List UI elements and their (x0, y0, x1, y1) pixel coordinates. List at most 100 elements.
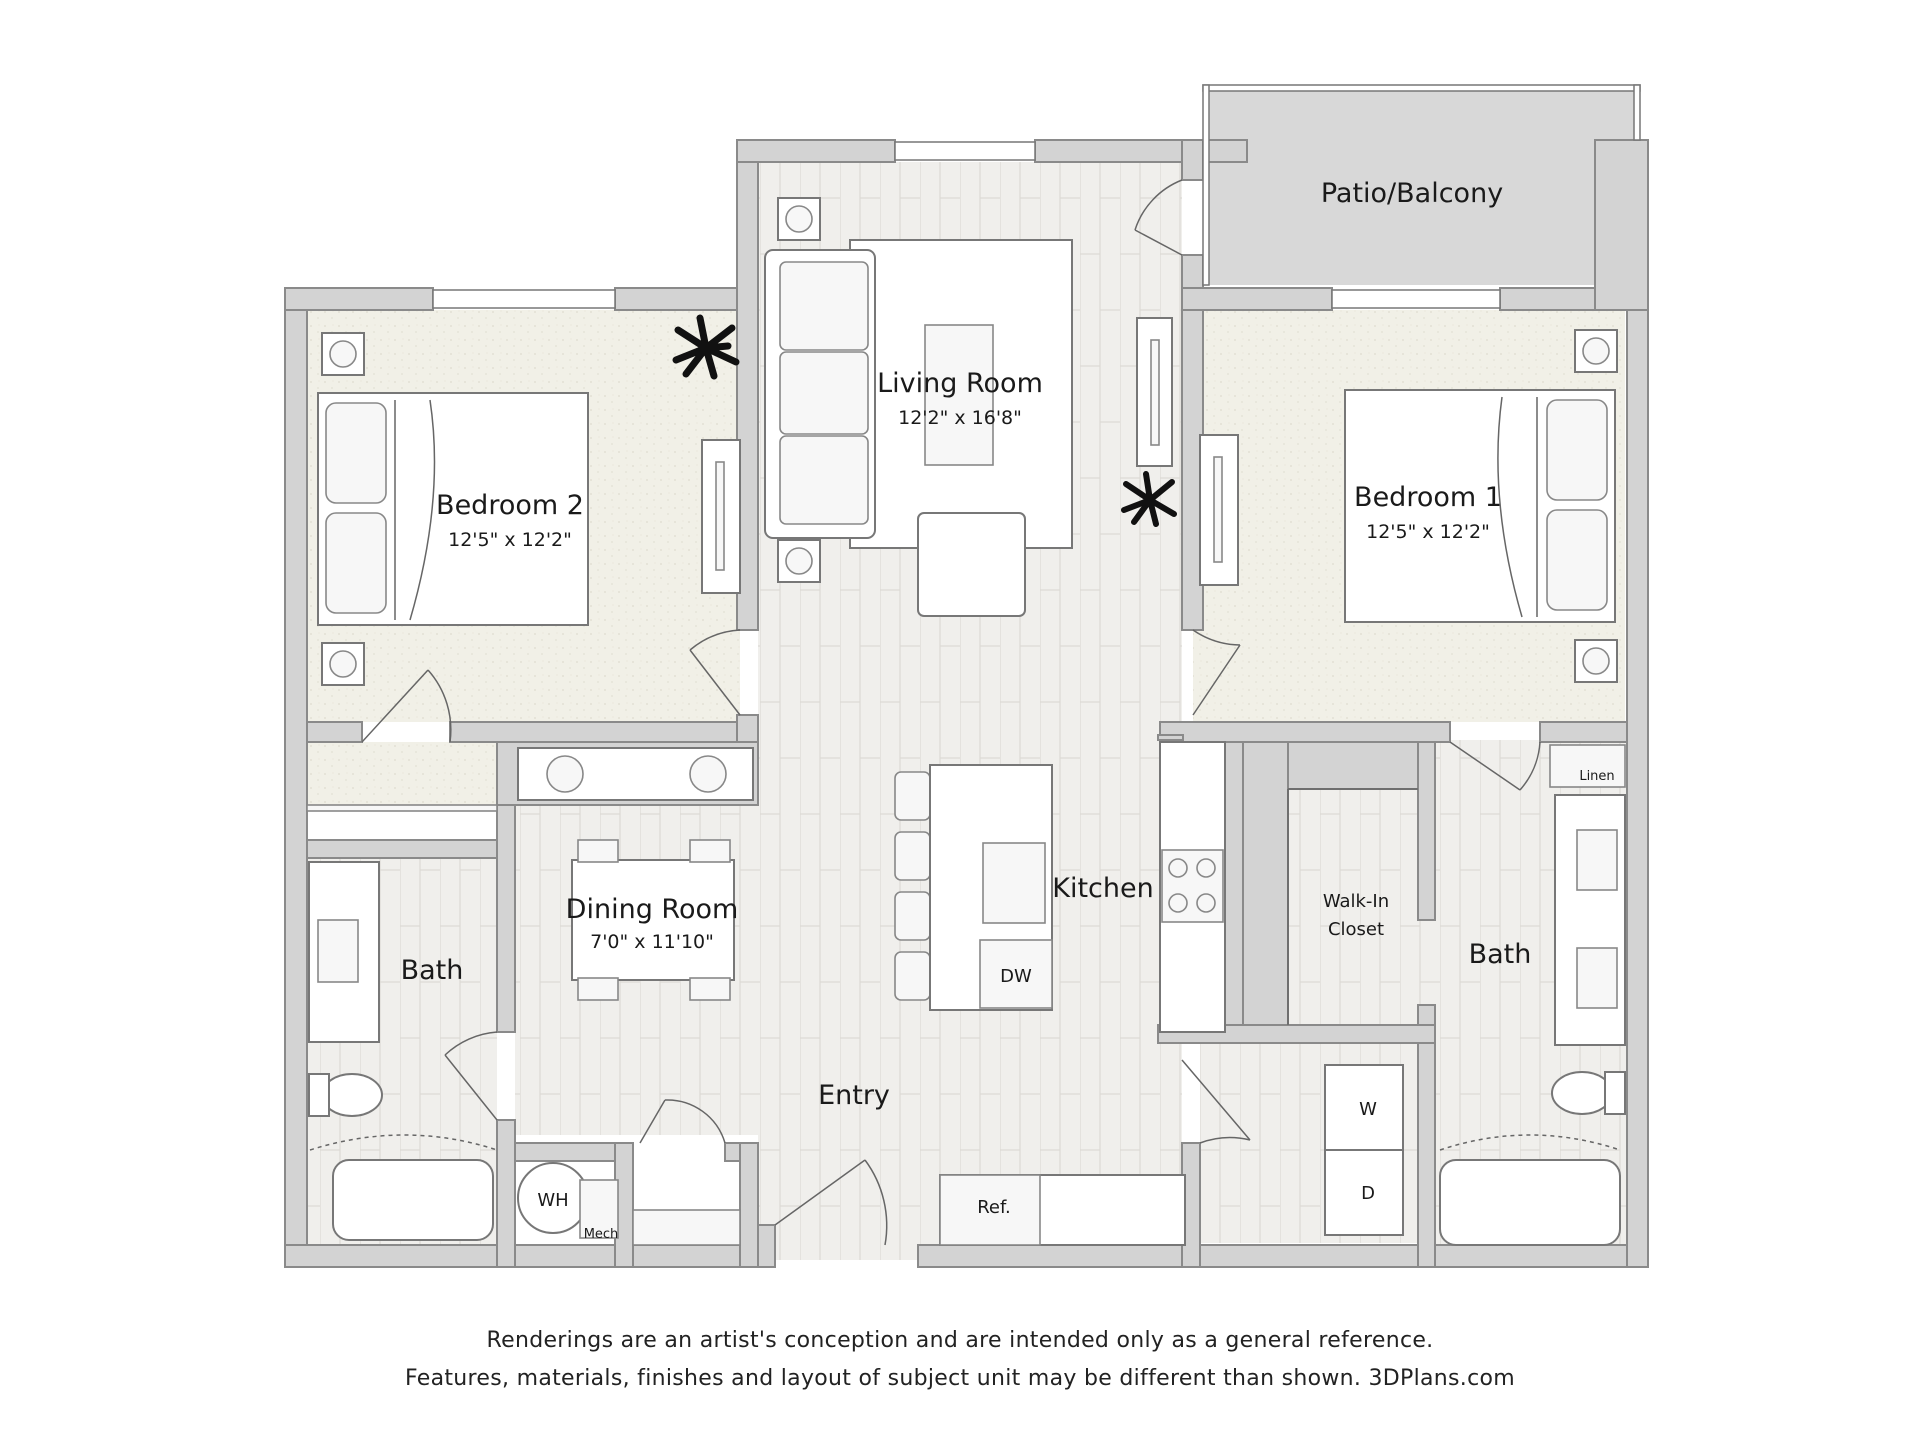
patio-rail (1202, 84, 1641, 92)
room-dims-living: 12'2" x 16'8" (898, 407, 1022, 429)
shower-curtain-right (1439, 1134, 1621, 1151)
pillow-bedroom2-b (325, 512, 387, 614)
fixture-label-dw: DW (1000, 966, 1032, 987)
wall-kitchen-left-wall (1157, 734, 1184, 741)
room-label-bath-right: Bath (1469, 939, 1532, 970)
wall-top-living-left (736, 139, 896, 163)
fixture-label-mech: Mech (584, 1227, 619, 1242)
room-label-kitchen: Kitchen (1052, 873, 1153, 904)
lamp-icon (1582, 647, 1610, 675)
fixture-label-wh: WH (537, 1190, 568, 1211)
sofa-cushion-3 (779, 435, 869, 525)
bar-stool (894, 951, 931, 1001)
toilet-right (1551, 1071, 1613, 1115)
dining-table (571, 859, 735, 981)
wall-kitchen-right (1224, 741, 1244, 1033)
door-patio[interactable] (1134, 179, 1183, 256)
plant-icon (672, 314, 740, 380)
linen-closet (1549, 744, 1626, 788)
burner-icon (1168, 893, 1188, 913)
dining-chair (689, 839, 731, 863)
bar-stool (894, 831, 931, 881)
dining-chair (577, 839, 619, 863)
closet-rod (1287, 788, 1418, 1025)
refrigerator (939, 1174, 1041, 1246)
wall-closet-bath-lower (1417, 1004, 1436, 1268)
door-bath-right[interactable] (1449, 741, 1541, 791)
door-wh[interactable] (639, 1099, 726, 1144)
closet2-shelf (632, 1209, 741, 1246)
room-dims-bedroom1: 12'5" x 12'2" (1366, 521, 1490, 543)
lamp-icon (785, 547, 813, 575)
plant-icon (1121, 471, 1177, 527)
cooktop (1161, 849, 1224, 923)
disclaimer-line-1: Renderings are an artist's conception an… (486, 1328, 1434, 1353)
wall-top-bed2-left (284, 287, 434, 311)
lamp-icon (1582, 337, 1610, 365)
pillow-bedroom2-a (325, 402, 387, 504)
door-bed2[interactable] (689, 629, 741, 716)
wall-closet-bottom-r (1157, 1024, 1436, 1044)
blanket-fold-bedroom2 (394, 399, 436, 621)
fixture-label-linen: Linen (1579, 769, 1614, 784)
wall-top-bed1-left (1181, 287, 1333, 311)
burner-icon (1196, 858, 1216, 878)
fixture-label-dryer: D (1361, 1183, 1375, 1204)
disclaimer-line-2: Features, materials, finishes and layout… (405, 1366, 1515, 1391)
blanket-fold-bedroom1 (1497, 396, 1538, 618)
sink-left (317, 919, 359, 983)
wall-left (284, 287, 308, 1266)
lamp-icon (329, 340, 357, 368)
sink-right-2 (1576, 947, 1618, 1009)
lamp-icon (785, 205, 813, 233)
wall-patio-right (1594, 139, 1649, 311)
wall-closet-inner-left (1242, 741, 1289, 1026)
dishwasher (979, 939, 1053, 1009)
wall-living-bed1 (1181, 139, 1204, 181)
tv-icon (1150, 339, 1160, 446)
window-bed2 (432, 289, 616, 309)
bar-stool (894, 771, 931, 821)
door-bed1[interactable] (1192, 629, 1241, 716)
wall-bottom-left (284, 1244, 776, 1268)
bathtub-left (332, 1159, 494, 1241)
armchair-living (917, 512, 1026, 617)
room-label-living: Living Room (877, 368, 1043, 399)
door-laundry[interactable] (1181, 1059, 1251, 1144)
window-bed1 (1331, 289, 1501, 309)
toilet-tank-left (308, 1073, 330, 1117)
door-bath-left[interactable] (444, 1031, 498, 1121)
wall-bottom-right (917, 1244, 1649, 1268)
wall-bed2-bottom-right (449, 721, 741, 743)
lamp-icon (689, 755, 727, 793)
coffee-table-living (924, 324, 994, 466)
patio-rail-left (1202, 84, 1210, 286)
room-dims-dining: 7'0" x 11'10" (590, 931, 714, 953)
door-entry[interactable] (774, 1159, 888, 1246)
wall-closet-bath (1417, 741, 1436, 921)
wall-bed1-bottom-mid (1159, 721, 1451, 743)
fixture-label-washer: W (1359, 1099, 1377, 1120)
closet-shelf-left (306, 804, 498, 812)
burner-icon (1196, 893, 1216, 913)
wall-bed2-living-lower (736, 714, 759, 746)
room-label-patio: Patio/Balcony (1321, 178, 1503, 209)
patio-floor (1205, 85, 1638, 285)
room-dims-bedroom2: 12'5" x 12'2" (448, 529, 572, 551)
lamp-icon (546, 755, 584, 793)
toilet-tank-right (1604, 1071, 1626, 1115)
wall-bed2-bottom-left (306, 721, 363, 743)
dryer (1324, 1149, 1404, 1236)
pillow-bedroom1-a (1546, 399, 1608, 501)
sofa-cushion-1 (779, 261, 869, 351)
room-label-bath-left: Bath (401, 955, 464, 986)
bathtub-right (1439, 1159, 1621, 1246)
toilet-left (321, 1073, 383, 1117)
tv-icon (1213, 456, 1223, 563)
wall-closet-bottom (306, 839, 498, 859)
patio-rail-side (1633, 84, 1641, 141)
kitchen-sink (982, 842, 1046, 924)
door-bed2-closet[interactable] (361, 669, 452, 743)
bar-stool (894, 891, 931, 941)
